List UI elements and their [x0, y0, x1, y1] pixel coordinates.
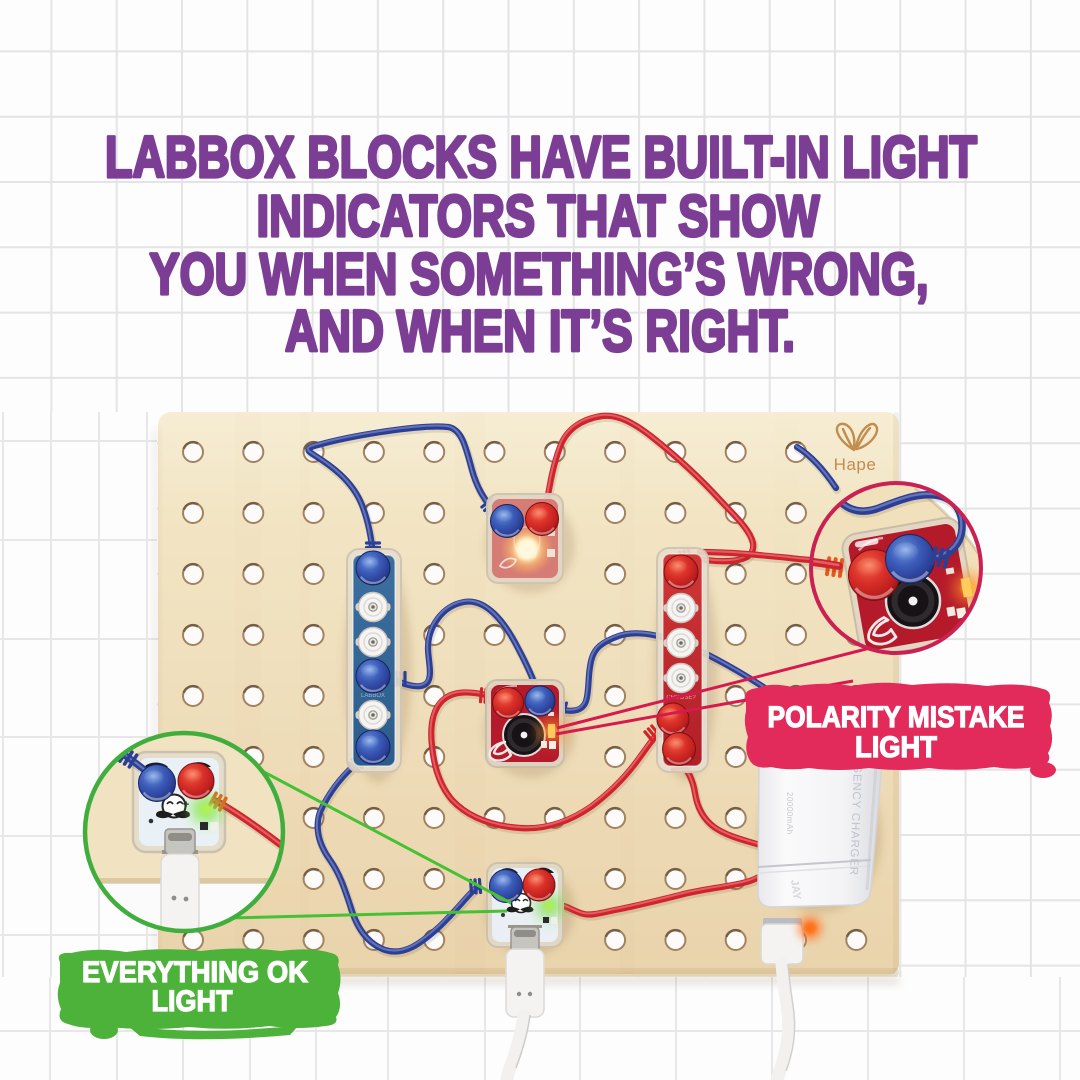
svg-text:POLARITY MISTAKE: POLARITY MISTAKE [768, 701, 1025, 734]
svg-text:Hape: Hape [834, 455, 877, 474]
svg-text:AND WHEN IT’S RIGHT.: AND WHEN IT’S RIGHT. [285, 299, 795, 364]
svg-text:EVERYTHING OK: EVERYTHING OK [82, 956, 308, 989]
svg-text:+: + [183, 799, 189, 811]
svg-text:20000mAh: 20000mAh [785, 792, 794, 835]
svg-text:LABBOX BLOCKS HAVE BUILT-IN LI: LABBOX BLOCKS HAVE BUILT-IN LIGHT [105, 125, 977, 190]
svg-text:YOU WHEN SOMETHING’S WRONG,: YOU WHEN SOMETHING’S WRONG, [150, 242, 929, 307]
svg-text:GENCY CHARGER: GENCY CHARGER [847, 764, 863, 876]
svg-text:LIGHT: LIGHT [152, 985, 233, 1018]
svg-text:JAY: JAY [788, 879, 803, 902]
svg-text:INDICATORS THAT SHOW: INDICATORS THAT SHOW [257, 184, 820, 249]
svg-text:CHOOSE?: CHOOSE? [666, 695, 696, 701]
svg-text:LIGHT: LIGHT [855, 731, 937, 764]
svg-text:LABBOX: LABBOX [361, 693, 385, 699]
